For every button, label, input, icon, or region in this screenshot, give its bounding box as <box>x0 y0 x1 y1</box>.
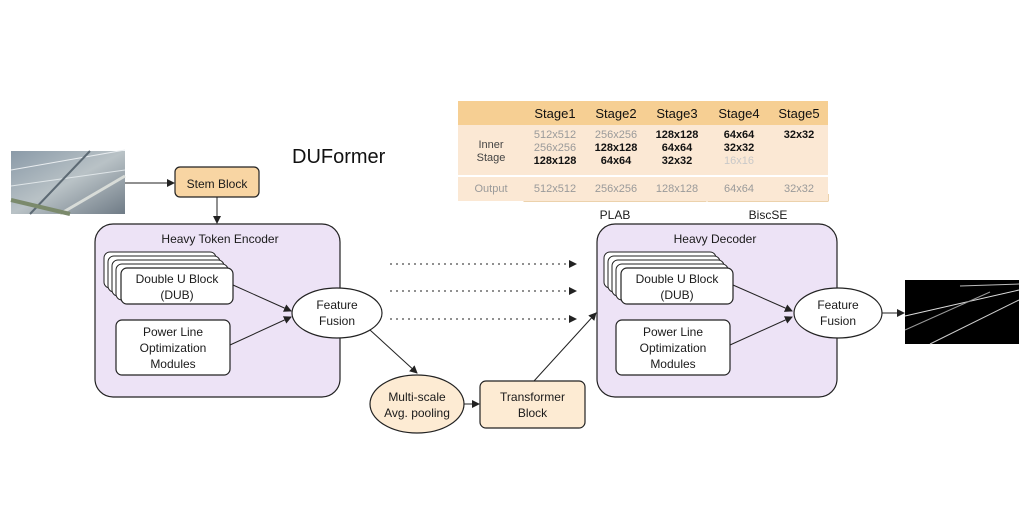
encoder-dub-stack <box>103 251 234 305</box>
transformer-label: Transformer Block <box>480 389 585 421</box>
encoder-dub-label: Double U Block (DUB) <box>121 271 233 303</box>
output-cell: 128x128 <box>646 175 708 201</box>
label-line: Modules <box>150 357 196 371</box>
label-line: Power Line <box>142 325 204 339</box>
inner-label-line: Inner <box>478 139 504 151</box>
input-image <box>10 149 126 216</box>
plab-label: PLAB <box>599 208 631 222</box>
stage-header: Stage5 <box>770 101 828 125</box>
inner-cell: 32x32 <box>770 125 828 176</box>
label-line: Block <box>517 406 548 420</box>
output-cell: 64x64 <box>708 175 770 201</box>
output-cell: 512x512 <box>524 175 586 201</box>
stage-header: Stage4 <box>708 101 770 125</box>
arrows <box>125 179 905 408</box>
stage-header: Stage2 <box>586 101 646 125</box>
stage-table-header-row: Stage1 Stage2 Stage3 Stage4 Stage5 <box>458 101 828 125</box>
inner-size-value: 32x32 <box>661 155 693 167</box>
encoder-fusion-label: Feature Fusion <box>295 297 379 329</box>
stage-header: Stage3 <box>646 101 708 125</box>
label-line: Optimization <box>139 341 207 355</box>
output-cell: 256x256 <box>586 175 646 201</box>
decoder-dub-stack <box>603 251 734 305</box>
label-line: Fusion <box>819 314 857 328</box>
decoder-dub-label: Double U Block (DUB) <box>621 271 733 303</box>
label-line: Modules <box>650 357 696 371</box>
inner-size-value: 512x512 <box>533 129 577 141</box>
stage-header: Stage1 <box>524 101 586 125</box>
output-cell: 32x32 <box>770 175 828 201</box>
inner-size-value: 128x128 <box>594 142 638 154</box>
label-line: Double U Block <box>135 272 219 286</box>
label-line: Feature <box>316 298 358 312</box>
label-line: Transformer <box>500 390 565 404</box>
transformer-block <box>479 380 586 429</box>
decoder-title: Heavy Decoder <box>673 232 757 246</box>
inner-stage-label: Inner Stage <box>458 125 524 176</box>
label-line: Multi-scale <box>388 390 446 404</box>
inner-size-value: 64x64 <box>661 142 693 154</box>
inner-size-value: 32x32 <box>723 142 755 154</box>
inner-size-value: 64x64 <box>600 155 632 167</box>
label-line: (DUB) <box>160 288 194 302</box>
inner-size-value: 32x32 <box>783 129 815 141</box>
inner-size-value: 128x128 <box>533 155 577 167</box>
output-row: Output 512x512 256x256 128x128 64x64 32x… <box>458 175 828 201</box>
biscse-label: BiscSE <box>748 208 788 222</box>
encoder-plom-label: Power Line Optimization Modules <box>116 324 230 372</box>
label-line: Double U Block <box>635 272 719 286</box>
stage-table: Stage1 Stage2 Stage3 Stage4 Stage5 Inner… <box>458 101 828 201</box>
inner-size-value: 256x256 <box>533 142 577 154</box>
label-line: Optimization <box>639 341 707 355</box>
decoder-plom-label: Power Line Optimization Modules <box>616 324 730 372</box>
encoder-title: Heavy Token Encoder <box>161 232 279 246</box>
inner-size-value: 256x256 <box>594 129 638 141</box>
inner-size-value: 64x64 <box>723 129 755 141</box>
stage-table-corner <box>458 101 524 125</box>
diagram-title: DUFormer <box>292 146 386 168</box>
inner-label-line: Stage <box>476 152 506 164</box>
label-line: (DUB) <box>660 288 694 302</box>
output-label: Output <box>458 175 524 201</box>
encoder-plom-box <box>115 319 231 376</box>
label-line: Fusion <box>318 314 356 328</box>
inner-size-value: 128x128 <box>655 129 699 141</box>
pool-label: Multi-scale Avg. pooling <box>370 389 464 421</box>
decoder-fusion-label: Feature Fusion <box>796 297 880 329</box>
decoder-plom-box <box>615 319 731 376</box>
stem-block-label: Stem Block <box>186 177 248 191</box>
output-mask-image <box>904 280 1020 345</box>
label-line: Power Line <box>642 325 704 339</box>
label-line: Avg. pooling <box>384 406 450 420</box>
inner-size-value: 16x16 <box>724 155 754 167</box>
encoder-fusion-ellipse <box>291 287 383 339</box>
label-line: Feature <box>817 298 859 312</box>
